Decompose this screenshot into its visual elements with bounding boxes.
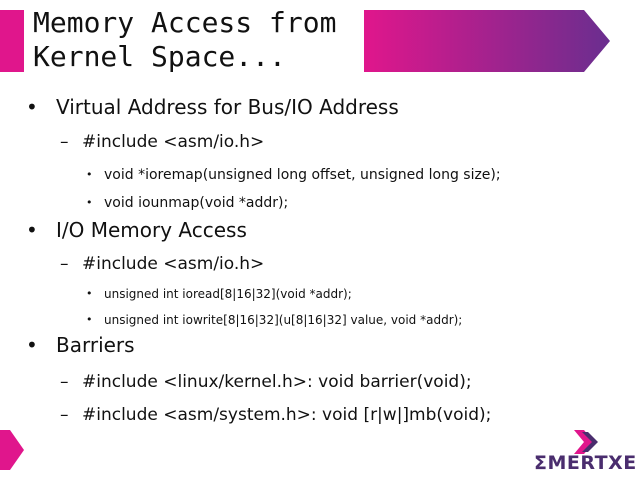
bullet-dot: •	[86, 313, 93, 326]
bullet-dot: •	[86, 196, 93, 209]
bullet-dash: –	[60, 254, 69, 274]
bullet-dot: •	[26, 218, 38, 242]
emertxe-chevron-icon	[574, 430, 598, 454]
bullet-dash: –	[60, 372, 69, 392]
slide-title: Memory Access from Kernel Space...	[33, 6, 337, 73]
header-banner	[364, 10, 610, 72]
bullet-dot: •	[86, 168, 93, 181]
bullet-dot: •	[26, 95, 38, 119]
emertxe-logo: ΣMERTXE	[534, 452, 637, 474]
bullet-dot: •	[26, 333, 38, 357]
bullet-dash: –	[60, 132, 69, 152]
bullet-dot: •	[86, 287, 93, 300]
bullet-dash: –	[60, 405, 69, 425]
title-accent-bar	[0, 10, 24, 72]
footer-accent-tab	[0, 430, 24, 470]
